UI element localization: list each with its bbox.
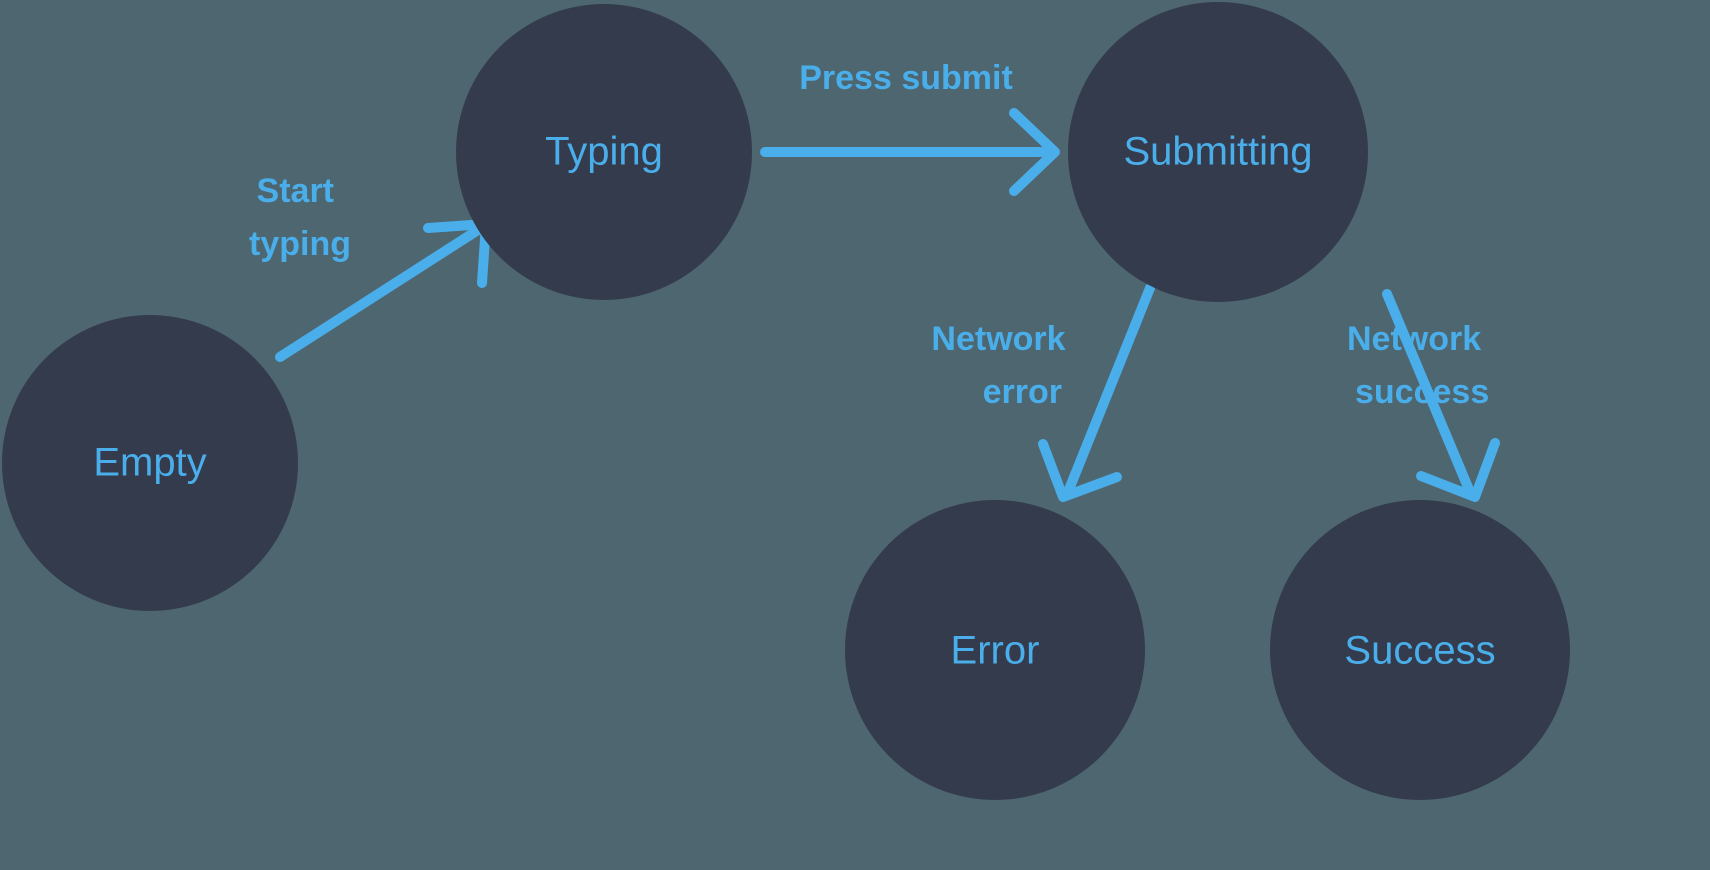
state-node-empty-label: Empty	[93, 441, 206, 485]
edge-label-start-typing-line-1: Start	[257, 172, 334, 210]
state-node-empty[interactable]: Empty	[2, 315, 298, 611]
state-node-submitting[interactable]: Submitting	[1068, 2, 1368, 302]
edge-network-success-arrowhead	[1416, 438, 1500, 502]
edge-label-network-error-line-2: error	[983, 373, 1062, 411]
edge-label-press-submit-line-1: Press submit	[799, 59, 1013, 97]
state-node-success-label: Success	[1344, 629, 1495, 673]
state-node-submitting-circle[interactable]	[1068, 2, 1368, 302]
state-node-error[interactable]: Error	[845, 500, 1145, 800]
edge-label-press-submit: Press submit	[799, 59, 1013, 97]
state-node-empty-circle[interactable]	[2, 315, 298, 611]
edge-label-network-success-line-1: Network	[1347, 320, 1481, 358]
state-node-typing-label: Typing	[545, 130, 663, 174]
edge-label-network-error-line-1: Network	[931, 320, 1065, 358]
edge-network-success-line	[1382, 289, 1475, 497]
state-node-typing[interactable]: Typing	[456, 4, 752, 300]
edge-label-network-success: Network success	[1347, 320, 1491, 411]
state-node-typing-circle[interactable]	[456, 4, 752, 300]
edge-label-start-typing: Start typing	[249, 172, 351, 263]
edge-label-network-success-line-2: success	[1355, 373, 1489, 411]
state-node-success-circle[interactable]	[1270, 500, 1570, 800]
edge-network-error-line	[1063, 283, 1155, 497]
edge-start-typing-line	[275, 225, 483, 362]
state-node-success[interactable]: Success	[1270, 500, 1570, 800]
state-node-submitting-label: Submitting	[1124, 130, 1313, 174]
edge-label-network-error: Network error	[931, 320, 1075, 411]
edge-press-submit-arrowhead	[1009, 108, 1060, 196]
edge-press-submit	[760, 108, 1060, 196]
state-node-error-circle[interactable]	[845, 500, 1145, 800]
edge-network-error	[1038, 283, 1155, 502]
state-node-error-label: Error	[951, 629, 1040, 673]
edge-network-success	[1382, 289, 1500, 502]
edge-network-error-arrowhead	[1038, 439, 1122, 502]
edge-label-start-typing-line-2: typing	[249, 225, 351, 263]
